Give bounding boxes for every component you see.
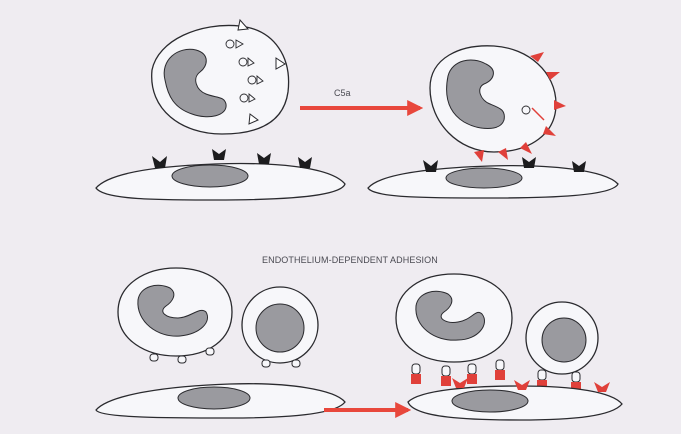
endothelial-cell-top-left [95, 149, 346, 201]
nucleus-lobed [163, 48, 227, 118]
adhering-neutrophil [395, 273, 513, 386]
dark-receptors [152, 149, 312, 168]
endothelial-cell-top-right [367, 157, 619, 199]
endothelial-cell-bottom-right [407, 378, 623, 421]
nucleus-lobed [446, 59, 505, 129]
section-title: ENDOTHELIUM-DEPENDENT ADHESION [262, 255, 438, 265]
resting-lymphocyte-bottom-left [241, 286, 319, 368]
c5a-label: C5a [334, 88, 351, 98]
resting-neutrophil-bottom-left [117, 267, 233, 364]
neutrophil-before [151, 18, 290, 135]
red-receptors [474, 52, 566, 162]
adhesion-pairs [411, 359, 505, 386]
granules [225, 39, 264, 103]
adhering-lymphocyte [525, 301, 599, 392]
endothelial-cell-bottom-left [95, 383, 346, 419]
neutrophil-activated [429, 45, 566, 162]
